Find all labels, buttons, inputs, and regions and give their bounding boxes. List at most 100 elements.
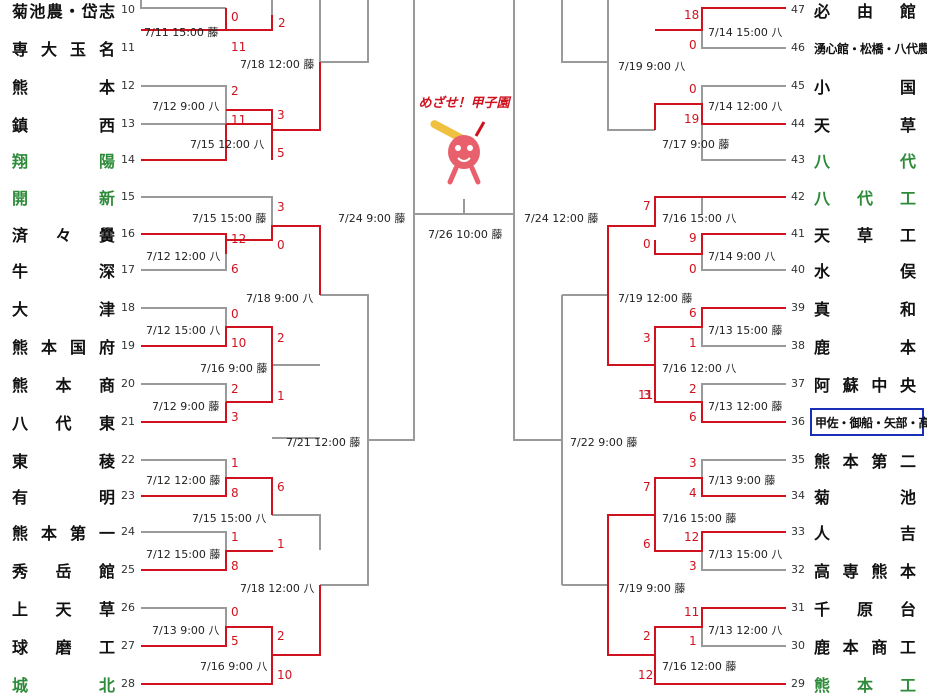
team-number: 47 (791, 3, 805, 16)
team-number: 35 (791, 453, 805, 466)
team-number: 15 (121, 190, 135, 203)
score-label: 11 (684, 605, 700, 619)
score-label: 3 (277, 108, 285, 122)
team-name: 大津 (12, 300, 115, 319)
team-name: 上天草 (12, 600, 115, 619)
match-date: 7/17 9:00 藤 (662, 138, 730, 151)
match-date: 7/22 9:00 藤 (570, 436, 638, 449)
team-number: 40 (791, 263, 805, 276)
score-label: 12 (684, 530, 700, 544)
team-name: 人吉 (814, 524, 916, 543)
team-number: 29 (791, 677, 805, 690)
score-label: 4 (689, 486, 697, 500)
team-name: 翔陽 (12, 152, 115, 171)
score-label: 3 (643, 388, 651, 402)
match-date: 7/18 12:00 藤 (240, 58, 315, 71)
score-label: 12 (231, 232, 247, 246)
team-number: 11 (121, 41, 135, 54)
team-name: 菊池農・岱志 (12, 2, 115, 21)
team-number: 14 (121, 153, 135, 166)
team-number: 12 (121, 79, 135, 92)
match-date: 7/16 15:00 藤 (662, 512, 737, 525)
team-name: 八代 (814, 152, 916, 171)
score-label: 3 (689, 456, 697, 470)
team-number: 41 (791, 227, 805, 240)
team-number: 26 (121, 601, 135, 614)
team-name: 東稜 (12, 452, 115, 471)
team-name: 熊本 (12, 78, 115, 97)
team-number: 21 (121, 415, 135, 428)
match-date: 7/26 10:00 藤 (428, 228, 503, 241)
match-date: 7/14 9:00 八 (708, 250, 776, 263)
team-name: 熊本工 (814, 676, 916, 695)
score-label: 8 (231, 559, 239, 573)
match-date: 7/11 15:00 藤 (144, 26, 219, 39)
score-label: 7 (643, 199, 651, 213)
team-name: 八代工 (814, 189, 916, 208)
team-number: 13 (121, 117, 135, 130)
match-date: 7/14 12:00 八 (708, 100, 783, 113)
bracket-winner-left (141, 8, 321, 685)
match-date: 7/19 12:00 藤 (618, 292, 693, 305)
score-label: 1 (689, 336, 697, 350)
team-name: 真和 (814, 300, 916, 319)
match-date: 7/13 15:00 八 (708, 548, 783, 561)
team-name: 千原台 (814, 600, 916, 619)
score-label: 3 (643, 331, 651, 345)
score-label: 1 (231, 530, 239, 544)
team-name: 湧心館・松橋・八代農 (814, 41, 927, 56)
match-date: 7/15 15:00 藤 (192, 212, 267, 225)
team-number: 32 (791, 563, 805, 576)
score-label: 9 (689, 231, 697, 245)
score-label: 7 (643, 480, 651, 494)
score-label: 19 (684, 112, 700, 126)
match-date: 7/21 12:00 藤 (286, 436, 361, 449)
score-label: 11 (231, 113, 247, 127)
match-date: 7/16 15:00 八 (662, 212, 737, 225)
score-label: 3 (689, 559, 697, 573)
score-label: 8 (231, 486, 239, 500)
team-number: 42 (791, 190, 805, 203)
score-label: 6 (231, 262, 239, 276)
team-number: 23 (121, 489, 135, 502)
team-number: 16 (121, 227, 135, 240)
match-date: 7/12 9:00 八 (152, 100, 220, 113)
score-label: 0 (689, 262, 697, 276)
team-name: 鎮西 (12, 116, 115, 135)
match-date: 7/24 12:00 藤 (524, 212, 599, 225)
score-label: 11 (231, 40, 247, 54)
match-date: 7/12 15:00 藤 (146, 548, 221, 561)
score-label: 11 (638, 388, 654, 402)
match-date: 7/12 9:00 藤 (152, 400, 220, 413)
team-name: 秀岳館 (12, 562, 115, 581)
score-label: 2 (689, 382, 697, 396)
match-date: 7/12 12:00 八 (146, 250, 221, 263)
score-label: 3 (277, 200, 285, 214)
score-label: 5 (277, 146, 285, 160)
logo-text: めざせ！甲子園 (418, 96, 510, 111)
match-date: 7/19 9:00 八 (618, 60, 686, 73)
team-name: 熊本第一 (12, 524, 115, 543)
team-name: 水俣 (814, 262, 916, 281)
score-label: 1 (689, 634, 697, 648)
score-label: 10 (277, 668, 293, 682)
team-name: 熊本国府 (12, 338, 115, 357)
match-date: 7/16 12:00 藤 (662, 660, 737, 673)
team-name: 開新 (12, 189, 115, 208)
team-name: 熊本第二 (814, 452, 916, 471)
team-number: 46 (791, 41, 805, 54)
team-number: 28 (121, 677, 135, 690)
score-label: 18 (684, 8, 700, 22)
bracket-lines-left (140, 0, 465, 627)
match-date: 7/13 9:00 八 (152, 624, 220, 637)
score-label: 2 (278, 16, 286, 30)
team-name: 必由館 (814, 2, 916, 21)
match-date: 7/15 15:00 八 (192, 512, 267, 525)
team-name: 八代東 (12, 414, 115, 433)
score-label: 3 (231, 410, 239, 424)
team-number: 31 (791, 601, 805, 614)
team-name: 鹿本商工 (814, 638, 916, 657)
match-date: 7/13 12:00 藤 (708, 400, 783, 413)
team-number: 34 (791, 489, 805, 502)
